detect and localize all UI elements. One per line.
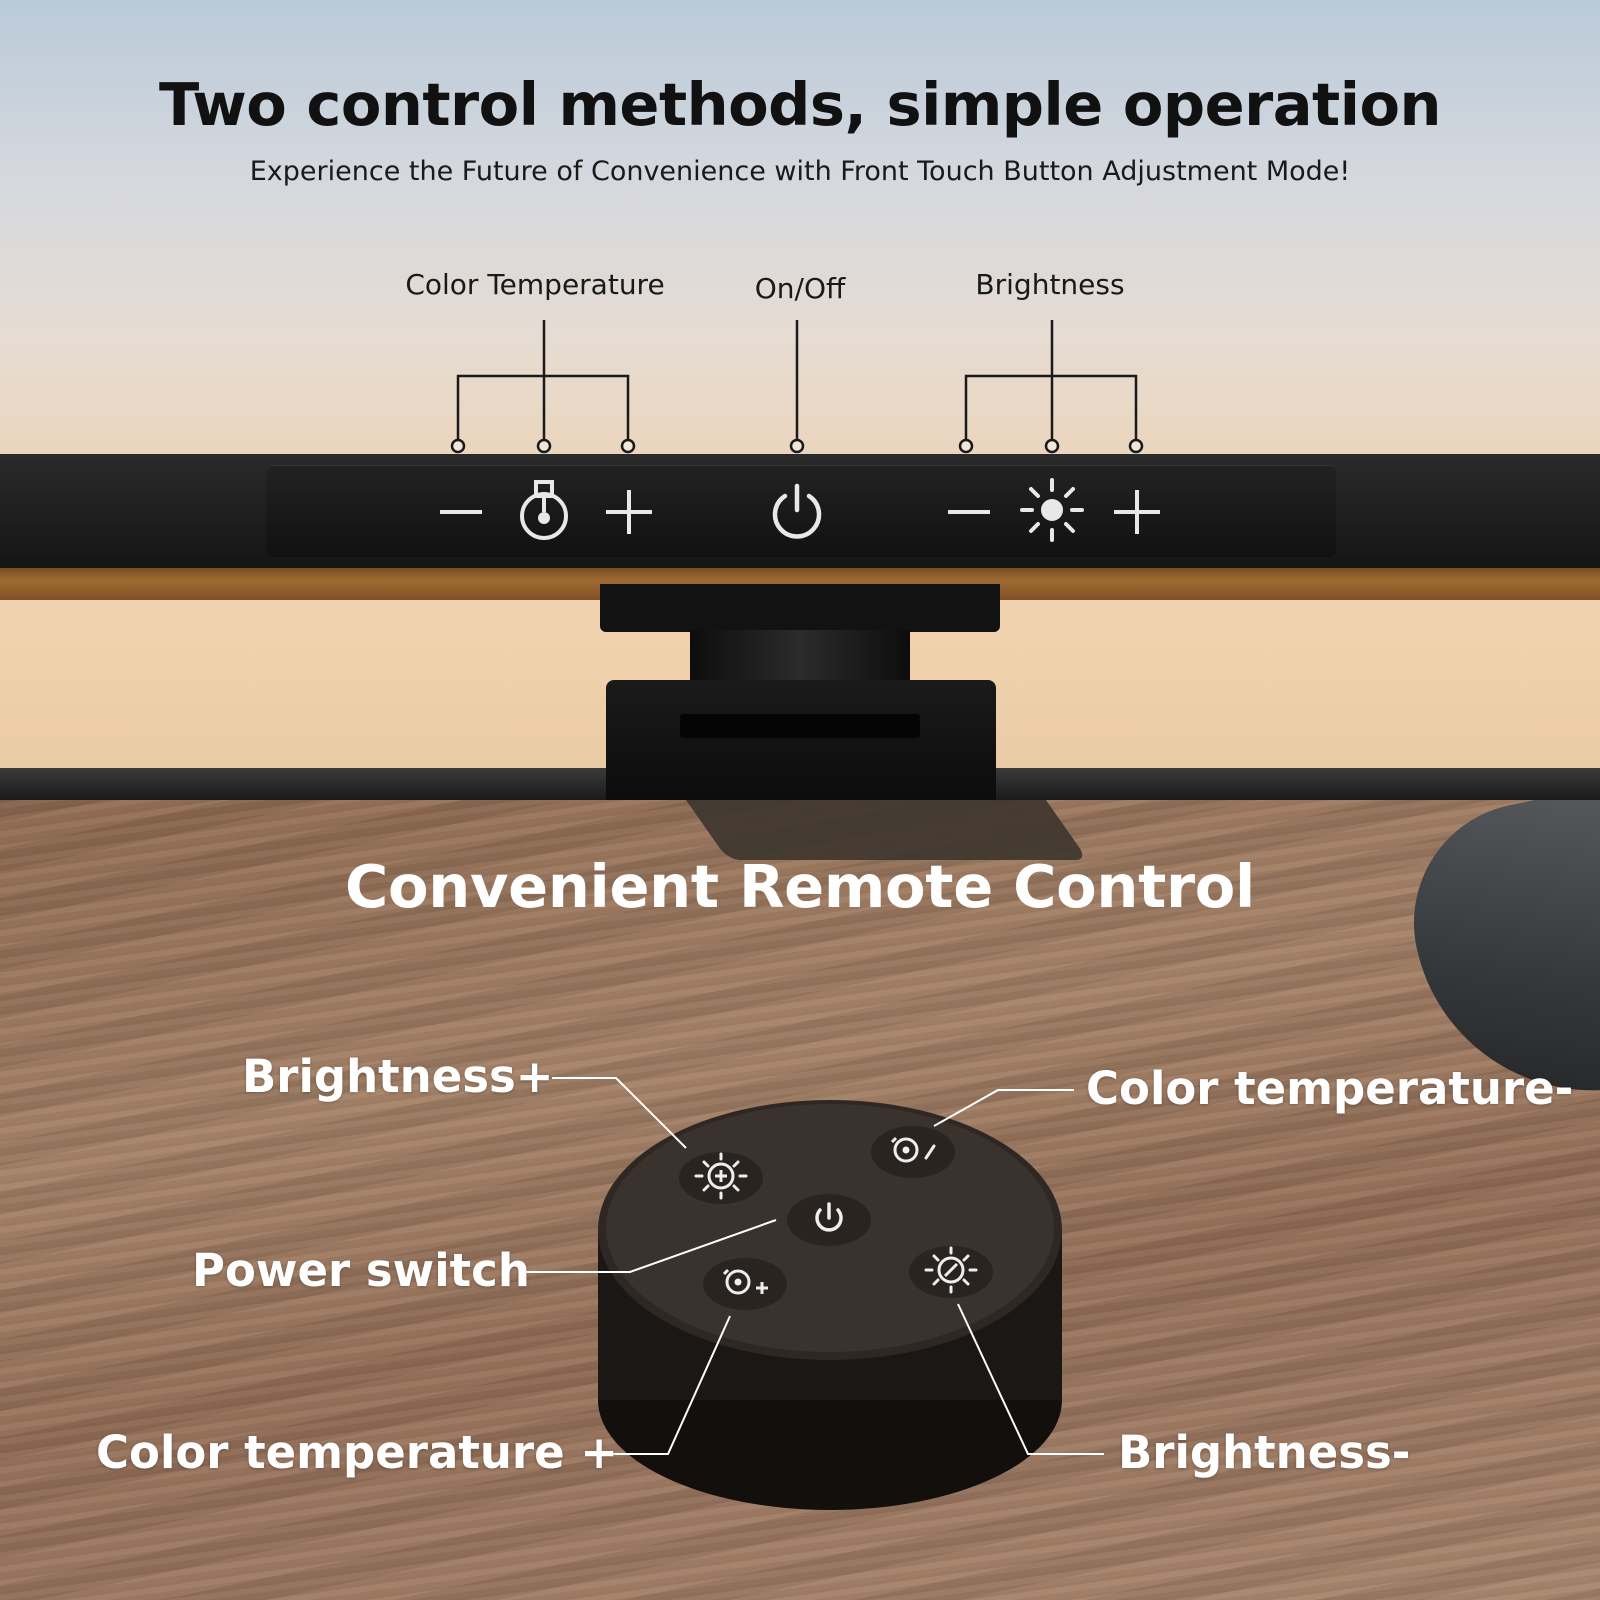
remote-control-section: Convenient Remote Control xyxy=(0,800,1600,1600)
label-color-temperature-minus: Color temperature- xyxy=(1086,1062,1574,1115)
callout-leader-lines xyxy=(450,320,1144,454)
monitor-clamp-slot xyxy=(680,714,920,738)
power-icon xyxy=(772,483,822,539)
sun-icon xyxy=(1020,478,1084,542)
label-color-temperature-plus: Color temperature + xyxy=(96,1426,618,1479)
callout-color-temperature: Color Temperature xyxy=(405,268,665,301)
minus-icon xyxy=(440,510,482,514)
color-temperature-plus-icon xyxy=(703,1258,787,1310)
monitor-clamp-base xyxy=(606,680,996,800)
label-brightness-minus: Brightness- xyxy=(1118,1426,1411,1479)
remote-color-temp-minus-button[interactable] xyxy=(868,1120,958,1180)
monitor-clamp-top xyxy=(600,584,1000,632)
plus-icon xyxy=(1114,490,1160,534)
label-brightness-plus: Brightness+ xyxy=(242,1050,554,1103)
remote-power-button[interactable] xyxy=(784,1188,874,1248)
color-temperature-minus-icon xyxy=(871,1126,955,1178)
brightness-plus-icon xyxy=(679,1152,763,1204)
remote-brightness-plus-button[interactable] xyxy=(676,1146,766,1206)
page-subtitle: Experience the Future of Convenience wit… xyxy=(249,156,1351,187)
remote-title: Convenient Remote Control xyxy=(345,852,1255,921)
label-power-switch: Power switch xyxy=(192,1244,530,1297)
remote-leader-lines xyxy=(526,1077,1104,1455)
power-button[interactable] xyxy=(766,478,828,544)
callout-brightness: Brightness xyxy=(975,268,1125,301)
callout-on-off: On/Off xyxy=(754,272,846,305)
power-icon xyxy=(787,1194,871,1246)
touch-control-section: Two control methods, simple operation Ex… xyxy=(0,0,1600,800)
page-title: Two control methods, simple operation xyxy=(159,70,1441,139)
minus-icon xyxy=(948,510,990,514)
brightness-button[interactable] xyxy=(1018,476,1086,544)
color-temp-plus-button[interactable] xyxy=(602,480,656,544)
remote-brightness-minus-button[interactable] xyxy=(906,1240,996,1300)
color-temp-button[interactable] xyxy=(514,476,574,546)
color-temperature-icon xyxy=(520,480,568,540)
color-temp-minus-button[interactable] xyxy=(436,480,486,544)
brightness-minus-icon xyxy=(909,1246,993,1298)
remote-color-temp-plus-button[interactable] xyxy=(700,1252,790,1312)
plus-icon xyxy=(606,490,652,534)
brightness-plus-button[interactable] xyxy=(1110,480,1164,544)
brightness-minus-button[interactable] xyxy=(944,480,994,544)
